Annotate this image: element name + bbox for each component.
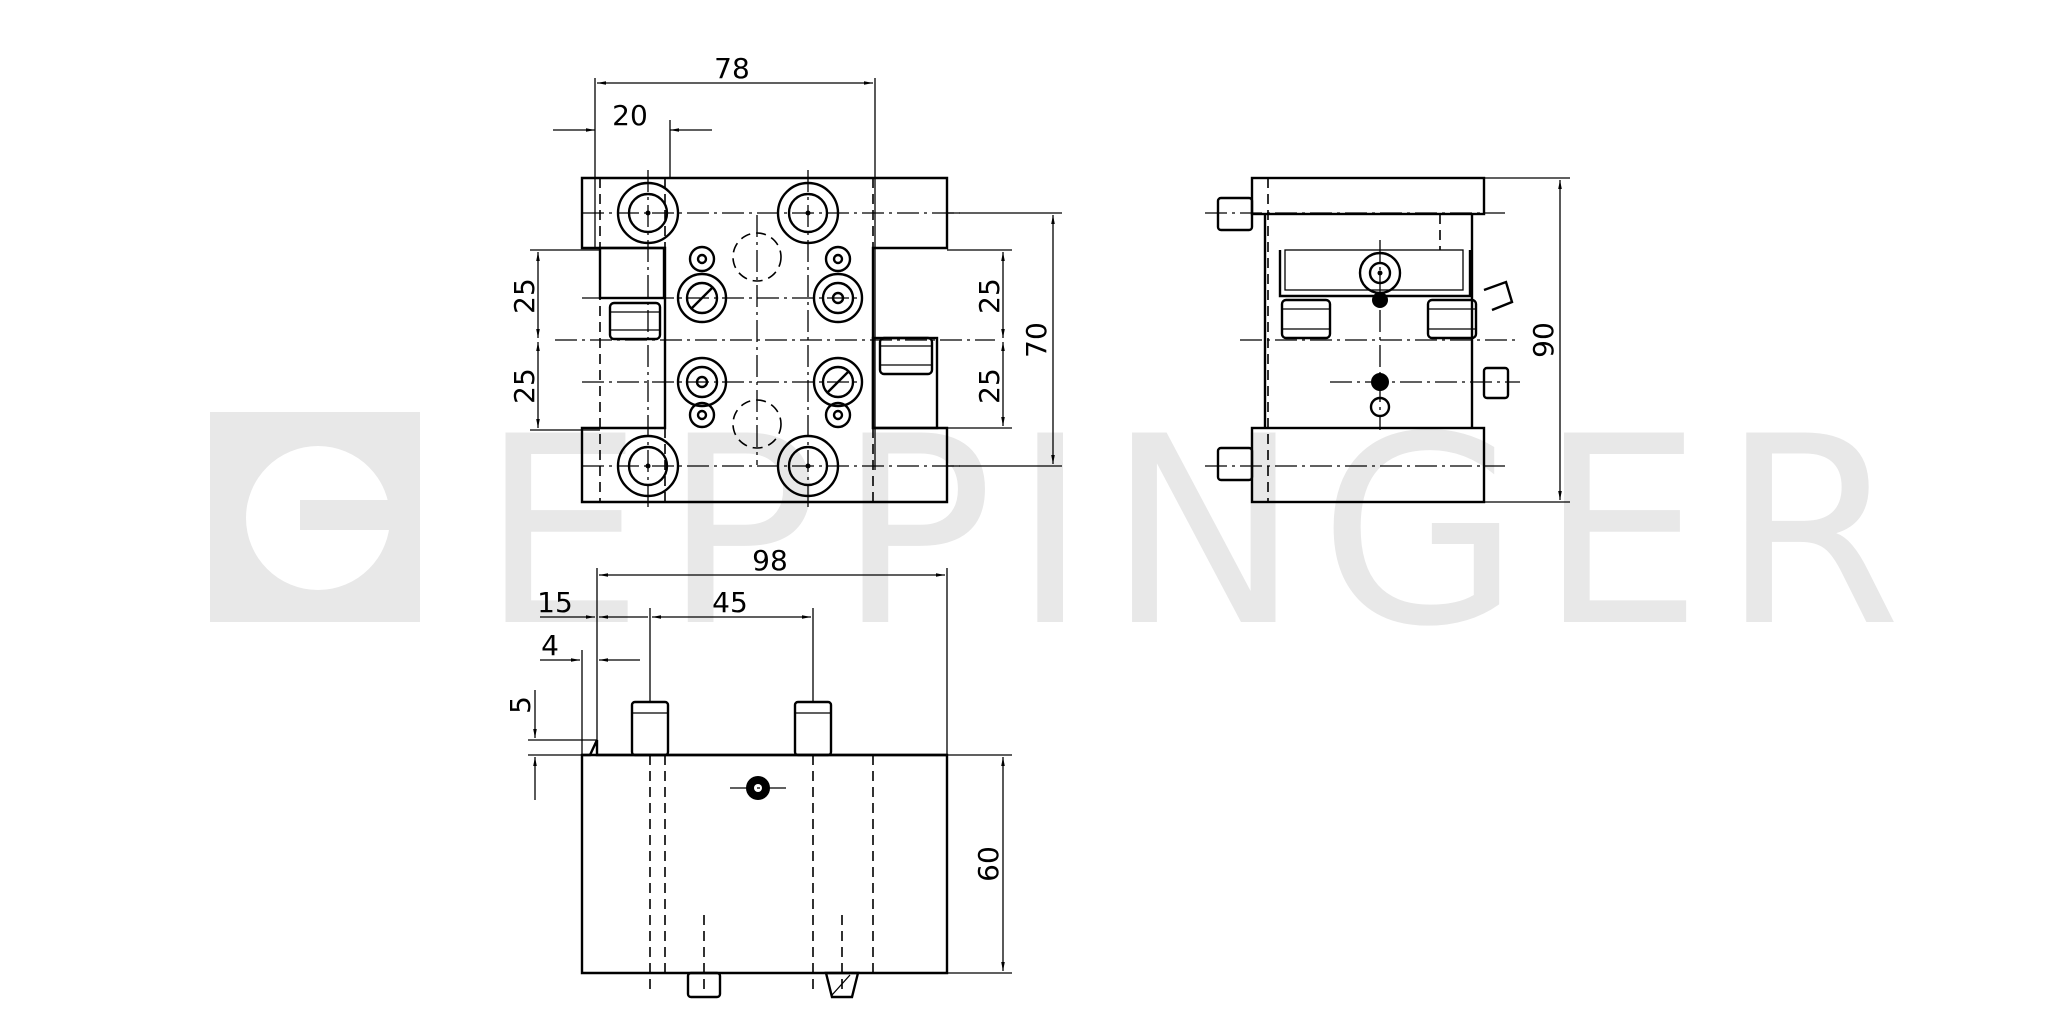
dim-top-width: 78 xyxy=(714,52,750,85)
hidden-bore-upper-icon xyxy=(732,232,782,282)
front-pin-right xyxy=(793,700,833,757)
side-body xyxy=(1263,214,1474,428)
counterbore-hole-bottom-left-icon xyxy=(616,434,680,498)
dim-top-offset: 20 xyxy=(612,99,648,132)
dim-top-right-lower: 25 xyxy=(973,368,1006,404)
top-left-nut xyxy=(608,301,662,341)
side-pin-lower xyxy=(1216,446,1254,482)
adjust-screw-lower-right-icon xyxy=(812,356,864,429)
top-right-nut xyxy=(878,336,934,376)
dim-top-height: 70 xyxy=(1020,322,1053,358)
dim-top-left-lower: 25 xyxy=(508,368,541,404)
adjust-screw-upper-right-icon xyxy=(812,245,864,324)
dim-side-height: 90 xyxy=(1527,322,1560,358)
side-view: 90 xyxy=(1205,176,1570,504)
side-nut-left xyxy=(1280,298,1332,340)
side-top-plate xyxy=(1250,176,1486,216)
top-view: 78 20 25 25 25 25 70 xyxy=(508,52,1062,510)
front-pin-left xyxy=(630,700,670,757)
watermark: EPPINGER xyxy=(210,382,1919,684)
watermark-brand-text: EPPINGER xyxy=(480,382,1919,684)
side-small-pin xyxy=(1482,366,1510,400)
dim-top-left-upper: 25 xyxy=(508,278,541,314)
dim-front-width: 98 xyxy=(752,544,788,577)
side-nut-right xyxy=(1426,298,1478,340)
adjust-screw-lower-left-icon xyxy=(676,356,728,429)
adjust-screw-upper-left-icon xyxy=(676,245,728,324)
top-left-block xyxy=(598,246,666,300)
hidden-bore-lower-icon xyxy=(732,399,782,449)
front-bottom-pin-right xyxy=(824,971,860,999)
counterbore-hole-bottom-right-icon xyxy=(776,434,840,498)
counterbore-hole-top-left-icon xyxy=(616,181,680,245)
dim-front-step: 5 xyxy=(504,696,537,714)
dim-top-right-upper: 25 xyxy=(973,278,1006,314)
counterbore-hole-top-right-icon xyxy=(776,181,840,245)
side-angled-pin xyxy=(1483,280,1514,312)
dim-front-height: 60 xyxy=(972,846,1005,882)
dim-front-pin-offset: 15 xyxy=(537,586,573,619)
front-body xyxy=(580,739,949,975)
side-pin-upper xyxy=(1216,196,1254,232)
dim-front-pin-pitch: 45 xyxy=(712,586,748,619)
dim-front-small-offset: 4 xyxy=(541,629,559,662)
front-view: 98 15 45 4 5 60 xyxy=(504,544,1012,999)
